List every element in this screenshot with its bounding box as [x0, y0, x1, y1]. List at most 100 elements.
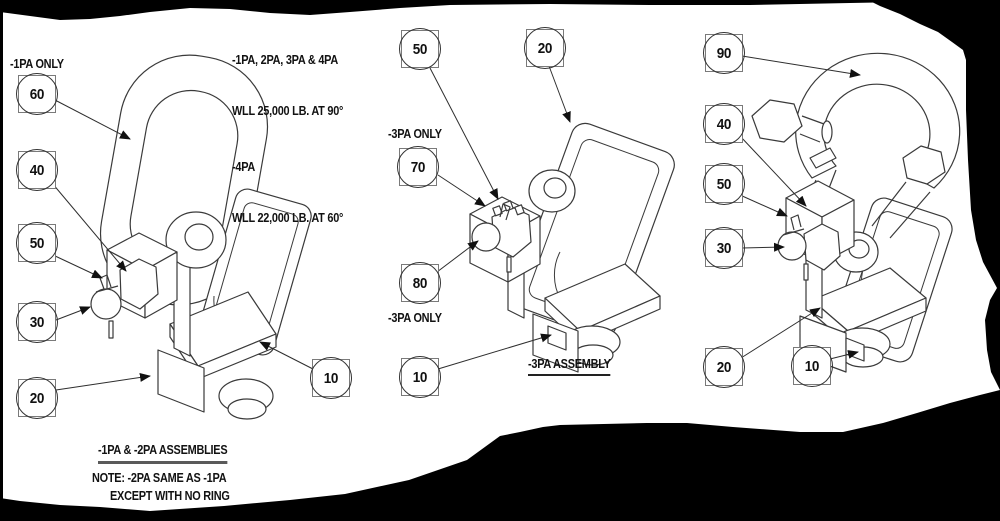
balloon-90-number: 90: [716, 44, 732, 62]
pin-head: [90, 288, 122, 320]
bushing-lip: [227, 398, 267, 420]
shackle-bolt-head: [751, 99, 803, 143]
wll-note-line-3: -4PA: [232, 159, 256, 174]
mask-right: [868, 0, 1000, 390]
leader-30-left: [55, 306, 91, 321]
swivel-boss-hub: [184, 223, 214, 251]
wll-note-line-2: WLL 25,000 LB. AT 90°: [232, 103, 344, 118]
leader-10-right: [829, 350, 859, 360]
balloon-40-right: 40: [703, 103, 745, 145]
balloon-50-right-number: 50: [716, 175, 732, 193]
leader-10-left: [259, 341, 314, 370]
mask-left-strip: [0, 12, 3, 502]
leader-40-right: [739, 135, 807, 207]
leader-10-mid: [437, 333, 552, 370]
balloon-30-left-number: 30: [29, 313, 45, 331]
balloon-10-mid-number: 10: [412, 368, 428, 386]
balloon-50-mid-number: 50: [412, 40, 428, 58]
balloon-50-left-number: 50: [29, 234, 45, 252]
wll-note-line-4: WLL 22,000 LB. AT 60°: [232, 210, 344, 225]
balloon-40-right-number: 40: [716, 115, 732, 133]
pin-head: [777, 231, 807, 261]
balloon-80: 80: [399, 262, 441, 304]
pin-shoulder: [95, 285, 119, 293]
leader-50-mid: [429, 67, 499, 200]
balloon-30-right: 30: [703, 227, 745, 269]
shackle-leg-line: [871, 181, 907, 227]
balloon-10-right-number: 10: [804, 357, 820, 375]
label-3pa-only-bottom: -3PA ONLY: [388, 310, 442, 325]
hoist-ring-assembly-shackle: [751, 52, 961, 373]
castellation: [514, 204, 525, 216]
balloon-60-number: 60: [29, 85, 45, 103]
balloon-90: 90: [703, 32, 745, 74]
leader-lines: [51, 55, 861, 391]
cotter-pin: [99, 274, 112, 290]
hanging-pin: [803, 263, 809, 281]
leader-60: [52, 98, 131, 140]
balloon-20-right-number: 20: [716, 358, 732, 376]
balloon-80-number: 80: [412, 274, 428, 292]
balloon-20-left-number: 20: [29, 389, 45, 407]
leader-70-mid: [437, 174, 486, 207]
leader-90-right: [741, 55, 861, 78]
wll-note-line-1: -1PA, 2PA, 3PA & 4PA: [232, 52, 339, 67]
shackle-bow: [795, 52, 961, 189]
note-2pa-same-line1: NOTE: -2PA SAME AS -1PA: [92, 470, 227, 485]
title-3pa-assembly: -3PA ASSEMBLY: [528, 355, 611, 376]
hoist-ring-assembly-3pa: [469, 122, 675, 373]
nut-face: [803, 223, 841, 271]
cotter-pin: [499, 203, 511, 221]
leader-20-right: [740, 307, 821, 359]
balloon-50-left: 50: [16, 222, 58, 264]
balloon-50-right: 50: [703, 163, 745, 205]
cotter-pin: [790, 214, 802, 231]
balloon-10-left: 10: [310, 357, 352, 399]
leader-50-right: [739, 194, 788, 217]
balloon-50-mid: 50: [399, 28, 441, 70]
nut-face: [119, 258, 159, 310]
washer-stack: [809, 147, 837, 169]
swivel-boss-hub: [543, 177, 567, 199]
balloon-20-left: 20: [16, 377, 58, 419]
title-1pa-2pa-assemblies: -1PA & -2PA ASSEMBLIES: [98, 441, 228, 464]
leader-40-left: [51, 182, 127, 272]
bolt-shank-line: [799, 133, 821, 143]
pin-head: [471, 222, 501, 252]
balloon-40-left: 40: [16, 149, 58, 191]
balloon-30-right-number: 30: [716, 239, 732, 257]
balloon-60: 60: [16, 73, 58, 115]
body-front-block: [157, 349, 205, 413]
label-3pa-only-top: -3PA ONLY: [388, 126, 442, 141]
hoist-ring-assembly-1pa: [90, 54, 312, 420]
leader-80-mid: [436, 240, 479, 273]
mask-top: [0, 0, 1000, 20]
leader-20-mid: [548, 65, 571, 123]
shackle-nut: [902, 145, 946, 185]
balloon-40-left-number: 40: [29, 161, 45, 179]
note-2pa-same-line2: EXCEPT WITH NO RING: [110, 488, 230, 503]
castellation: [492, 205, 503, 217]
wll-note-block: -1PA, 2PA, 3PA & 4PA WLL 25,000 LB. AT 9…: [232, 17, 343, 260]
balloon-20-mid: 20: [524, 27, 566, 69]
bolt-washer: [821, 120, 833, 144]
label-1pa-only: -1PA ONLY: [10, 56, 64, 71]
hanging-pin: [506, 256, 512, 273]
balloon-20-right: 20: [703, 346, 745, 388]
balloon-20-mid-number: 20: [537, 39, 553, 57]
leader-30-right: [741, 242, 785, 252]
shackle-leg-line: [889, 191, 931, 239]
balloon-10-left-number: 10: [323, 369, 339, 387]
pin-shoulder: [782, 228, 805, 236]
balloon-10-mid: 10: [399, 356, 441, 398]
leader-50-left: [52, 254, 103, 279]
leader-20-left: [55, 373, 151, 391]
bolt-shank-line: [801, 115, 825, 125]
balloon-70-number: 70: [410, 158, 426, 176]
balloon-30-left: 30: [16, 301, 58, 343]
hanging-pin: [108, 320, 114, 339]
balloon-70: 70: [397, 146, 439, 188]
